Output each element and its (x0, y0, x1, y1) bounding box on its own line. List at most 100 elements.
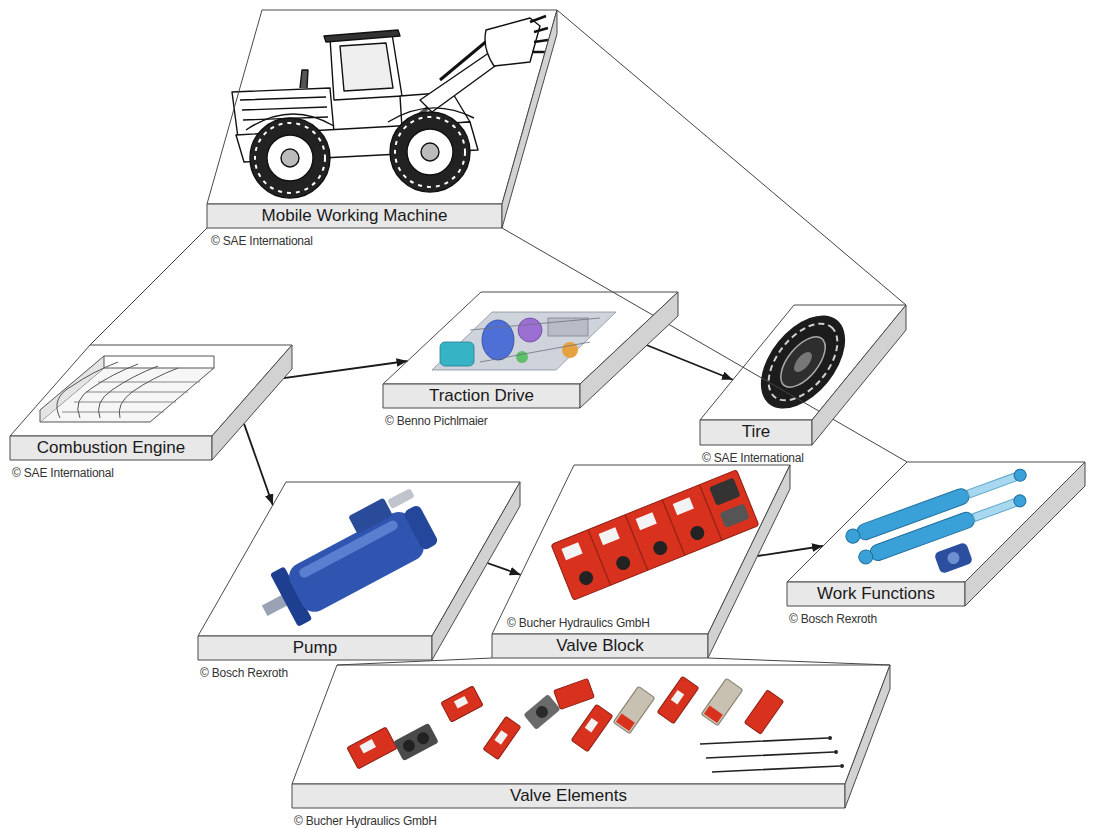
valve-elements-render-part (840, 764, 844, 768)
wheel-loader-sketch-part (390, 112, 470, 192)
pump-render-part (387, 488, 415, 509)
valve-elements-render-part (483, 716, 521, 759)
copyright-note: © Bosch Rexroth (789, 612, 877, 626)
component-slab: Pump (198, 482, 520, 660)
slab-top-face (292, 665, 890, 784)
valve-elements-render (347, 676, 844, 772)
slab-label: Valve Elements (510, 787, 627, 806)
slab-front-face: Traction Drive (383, 384, 580, 408)
label-anchor: © SAE International (12, 463, 114, 481)
slab-front-panel (198, 636, 432, 660)
slab-top-face (10, 345, 292, 436)
valve-elements-render-part-part (671, 690, 684, 704)
valve-elements-render-part (441, 686, 483, 722)
valve-elements-render-part-part (523, 694, 560, 730)
slab-front-panel (10, 436, 212, 460)
slab-side-face (502, 10, 557, 228)
valve-elements-render-part (554, 678, 595, 709)
slab-side-face (432, 482, 520, 660)
slab-label: Tire (742, 423, 771, 442)
valve-block-render-part (673, 497, 694, 515)
valve-elements-render-part-part (701, 678, 743, 726)
valve-elements-render-part (700, 738, 840, 772)
traction-drive-render-part (516, 351, 528, 363)
slab-outline (198, 482, 520, 660)
valve-block-render-part (709, 478, 741, 506)
valve-elements-render-part-part (483, 716, 521, 759)
slab-outline (700, 305, 906, 445)
wheel-loader-sketch-part (255, 123, 325, 193)
label-anchor: © Bosch Rexroth (200, 663, 288, 681)
component-slab: Traction Drive (383, 292, 678, 408)
slab-front-panel (700, 420, 812, 445)
cylinders-render-part (973, 498, 1019, 521)
valve-elements-render-part-part (704, 706, 723, 723)
tire-render-part (772, 329, 833, 395)
component-slab: Tire (700, 305, 906, 445)
slab-side-face (965, 462, 1085, 606)
valve-block-render-part (614, 554, 632, 572)
label-anchor: © Bucher Hydraulics GmbH (294, 811, 437, 828)
valve-elements-render-part-part (585, 718, 598, 732)
valve-block-render-part (588, 485, 722, 586)
component-slab: Work Functions (787, 462, 1085, 606)
combustion-engine-sketch-part (99, 366, 159, 418)
slab-label: Mobile Working Machine (262, 207, 448, 226)
copyright-note: © Bosch Rexroth (200, 666, 288, 680)
valve-elements-render-part (523, 694, 560, 730)
wheel-loader-sketch-part (395, 117, 465, 187)
slab-label: Valve Block (556, 637, 644, 656)
valve-elements-render-part-part (359, 739, 376, 754)
slab-label: Combustion Engine (37, 439, 185, 458)
copyright-note: © SAE International (211, 234, 313, 248)
valve-elements-render-part (701, 678, 743, 726)
traction-drive-render-part (432, 312, 616, 370)
slab-front-face: Work Functions (787, 582, 965, 606)
slab-side-face (812, 305, 906, 445)
valve-elements-render-part (393, 723, 439, 761)
slab-front-panel (787, 582, 965, 606)
tire-render-part (791, 349, 815, 375)
valve-elements-render-part-part (401, 738, 417, 754)
wheel-loader-sketch-part (440, 40, 488, 80)
cylinders-render-part (844, 527, 862, 545)
pump-render-part (348, 498, 393, 534)
valve-elements-render-part-part (534, 704, 551, 721)
valve-elements-render-part-part (554, 678, 595, 709)
wheel-loader-sketch-part (530, 16, 548, 52)
slab-front-face: Valve Elements (292, 784, 845, 808)
valve-block-render (551, 470, 759, 601)
wheel-loader-sketch-part (324, 30, 400, 42)
wheel-loader-sketch-part (330, 34, 402, 100)
slab-front-panel (292, 784, 845, 808)
pump-render-part (403, 504, 440, 551)
label-anchor: © SAE International (211, 231, 313, 249)
valve-elements-render-part-part (571, 704, 613, 752)
slab-top-face (492, 465, 790, 634)
slab-front-face: Valve Block (492, 634, 708, 658)
slab-top-face (198, 482, 520, 636)
cylinders-render-part (1012, 493, 1027, 508)
slab-top-face (207, 10, 557, 204)
slab-front-panel (207, 204, 502, 228)
valve-elements-render-part-part (393, 723, 439, 761)
wheel-loader-sketch-part (407, 129, 453, 175)
wheel-loader-sketch-part (250, 118, 330, 198)
valve-elements-render-part (571, 704, 613, 752)
wheel-loader-sketch-part (340, 43, 393, 91)
valve-elements-render-part (828, 736, 832, 740)
copyright-note: © SAE International (702, 451, 804, 465)
slab-outline (207, 10, 557, 228)
wheel-loader-sketch-part (300, 70, 308, 88)
wheel-loader-sketch-part (281, 149, 299, 167)
combustion-engine-sketch-part (104, 356, 214, 368)
wheel-loader-sketch (232, 16, 548, 198)
slab-front-panel (383, 384, 580, 408)
pump-render-part (298, 519, 400, 579)
cylinders-render-part (967, 472, 1019, 497)
copyright-note: © Bucher Hydraulics GmbH (507, 616, 650, 630)
